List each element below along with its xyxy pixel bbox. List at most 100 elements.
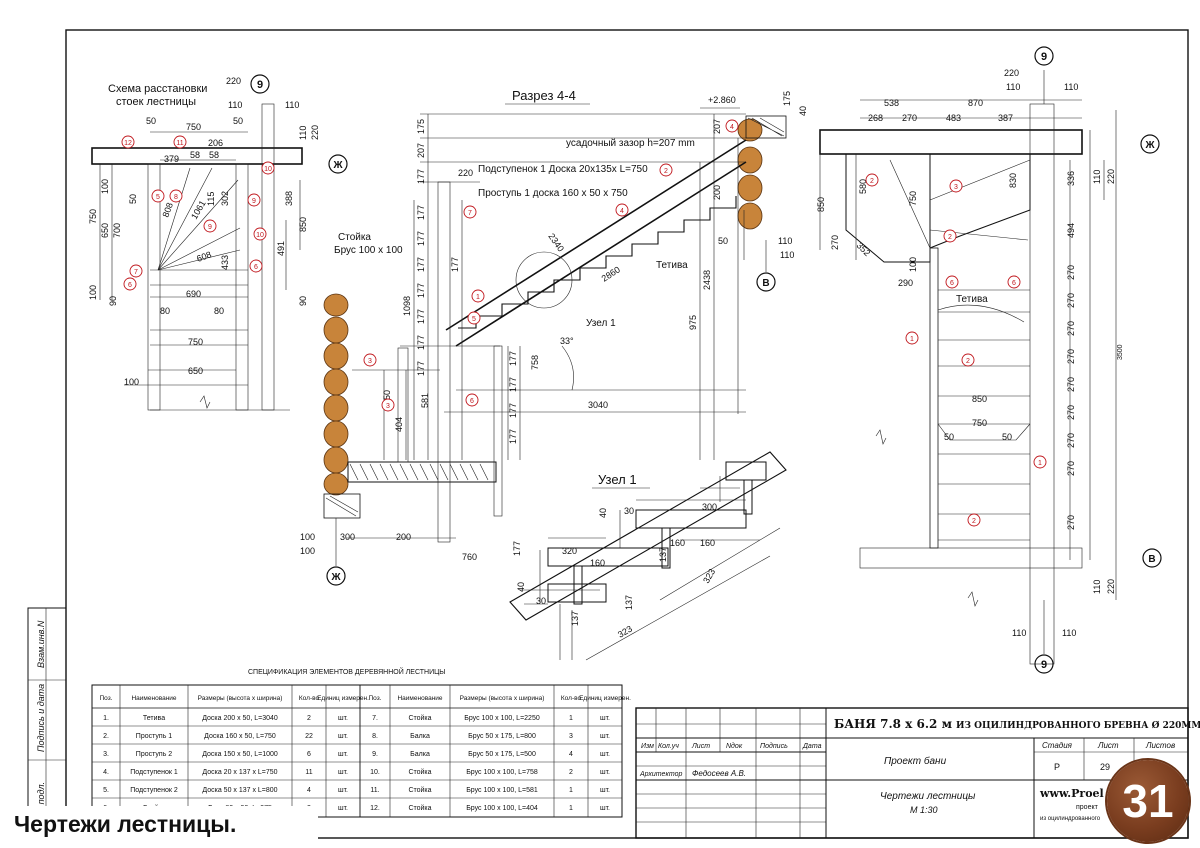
- svg-text:220: 220: [1106, 169, 1116, 184]
- axis-marker-v-right: В: [1142, 548, 1162, 568]
- spec-cell: Подступенок 2: [130, 787, 178, 794]
- svg-text:10: 10: [264, 166, 272, 173]
- svg-text:100: 100: [300, 546, 315, 556]
- svg-text:115: 115: [206, 192, 216, 206]
- left-callout-6b: 6: [123, 277, 137, 291]
- spec-cell: Доска 200 х 50, L=3040: [202, 715, 278, 722]
- caption: Чертежи лестницы.: [6, 806, 318, 842]
- spec-header-cell: Поз.: [369, 695, 382, 702]
- svg-text:200: 200: [712, 185, 722, 200]
- svg-text:650: 650: [188, 366, 203, 376]
- plan-callout-6b: 6: [1007, 275, 1021, 289]
- svg-text:177: 177: [416, 169, 426, 184]
- node1-tread-1: [547, 547, 669, 567]
- axis-marker-9-bottom: 9: [1034, 654, 1054, 674]
- svg-text:830: 830: [1008, 173, 1018, 188]
- svg-text:40: 40: [598, 508, 608, 518]
- svg-text:206: 206: [208, 138, 223, 148]
- project-name: Проект бани: [884, 755, 947, 767]
- svg-text:270: 270: [1066, 405, 1076, 420]
- svg-text:4: 4: [620, 208, 624, 215]
- left-post-b: [235, 163, 249, 411]
- section-callout-3a: 3: [363, 353, 377, 367]
- svg-text:750: 750: [972, 418, 987, 428]
- svg-text:110: 110: [298, 126, 308, 140]
- node1-view: Узел 1 300 30 40: [509, 451, 787, 661]
- svg-text:175: 175: [416, 119, 426, 134]
- svg-text:100: 100: [300, 532, 315, 542]
- svg-text:Листов: Листов: [1145, 741, 1175, 750]
- spec-cell: Балка: [410, 733, 430, 740]
- svg-text:В: В: [762, 278, 769, 289]
- side-strip: Взам.инв.N Подпись и дата Инв.N подл.: [27, 607, 67, 839]
- stage-value: Р: [1054, 762, 1060, 772]
- spec-cell: Брус 100 х 100, L=581: [466, 787, 538, 794]
- svg-text:6: 6: [1012, 280, 1016, 287]
- left-callout-11: 11: [173, 135, 187, 149]
- svg-text:220: 220: [1106, 579, 1116, 594]
- svg-text:177: 177: [416, 335, 426, 350]
- section-callout-3b: 3: [381, 398, 395, 412]
- svg-text:Дата: Дата: [802, 743, 822, 750]
- svg-text:2: 2: [870, 178, 874, 185]
- spec-cell: шт.: [600, 805, 610, 812]
- svg-text:58: 58: [190, 150, 200, 160]
- svg-text:483: 483: [946, 113, 961, 123]
- svg-text:323: 323: [701, 567, 717, 585]
- spec-table: СПЕЦИФИКАЦИЯ ЭЛЕМЕНТОВ ДЕРЕВЯННОЙ ЛЕСТНИ…: [91, 667, 632, 818]
- svg-text:40: 40: [798, 106, 808, 116]
- svg-text:100: 100: [124, 377, 139, 387]
- floor-slab: [347, 461, 497, 483]
- spec-cell: Брус 100 х 100, L=758: [466, 769, 538, 776]
- svg-text:538: 538: [884, 98, 899, 108]
- svg-text:160: 160: [700, 538, 715, 548]
- spec-cell: 12.: [370, 805, 380, 812]
- stair-steps: [458, 196, 737, 329]
- spec-header-cell: Размеры (высота х ширина): [198, 695, 283, 702]
- svg-text:352: 352: [855, 240, 873, 258]
- left-callout-9a: 9: [247, 193, 261, 207]
- spec-header-cell: Кол-во: [299, 695, 320, 702]
- svg-text:750: 750: [188, 337, 203, 347]
- page-number-badge: 31: [1107, 760, 1189, 842]
- svg-text:750: 750: [88, 209, 98, 224]
- svg-text:7: 7: [468, 210, 472, 217]
- svg-text:9: 9: [1041, 51, 1047, 63]
- spec-cell: Стойка: [408, 786, 431, 794]
- sheet-border: [65, 29, 1189, 839]
- spec-cell: Тетива: [143, 715, 165, 722]
- spec-cell: 2: [307, 715, 311, 722]
- svg-text:177: 177: [512, 541, 522, 556]
- svg-text:50: 50: [233, 116, 243, 126]
- spec-header-cell: Единиц измерен.: [579, 695, 631, 702]
- svg-text:6: 6: [950, 280, 954, 287]
- post-note-2: Брус 100 х 100: [334, 245, 403, 256]
- svg-text:177: 177: [508, 351, 518, 366]
- spec-cell: шт.: [600, 715, 610, 722]
- spec-cell: шт.: [338, 751, 348, 758]
- svg-text:177: 177: [416, 283, 426, 298]
- axis-marker-9-top: 9: [1034, 46, 1054, 66]
- title-main: БАНЯ 7.8 х 6.2 м: [834, 717, 953, 731]
- svg-text:проект: проект: [1076, 804, 1099, 811]
- svg-text:302: 302: [220, 191, 230, 206]
- spec-header-row: Поз. Наименование Размеры (высота х ширина…: [100, 695, 632, 702]
- spec-cell: шт.: [338, 733, 348, 740]
- svg-text:177: 177: [508, 377, 518, 392]
- spec-cell: 11.: [370, 787, 379, 794]
- sheet-scale: М 1:30: [910, 805, 938, 815]
- section-callout-4b: 4: [725, 119, 739, 133]
- spec-header-cell: Размеры (высота х ширина): [460, 695, 545, 702]
- plan-callout-3: 3: [949, 179, 963, 193]
- plan-callout-6a: 6: [945, 275, 959, 289]
- svg-text:5: 5: [156, 194, 160, 201]
- side-strip-1: Взам.инв.N: [36, 620, 46, 668]
- spec-header-cell: Наименование: [131, 695, 176, 702]
- spec-title: СПЕЦИФИКАЦИЯ ЭЛЕМЕНТОВ ДЕРЕВЯННОЙ ЛЕСТНИ…: [248, 667, 446, 676]
- left-view: Схема расстановки стоек лестницы: [88, 74, 348, 411]
- plan-callout-2a: 2: [865, 173, 879, 187]
- spec-cell: 2.: [103, 733, 109, 740]
- svg-text:6: 6: [254, 264, 258, 271]
- spec-cell: 3.: [103, 751, 109, 758]
- svg-text:Подпись: Подпись: [760, 742, 788, 750]
